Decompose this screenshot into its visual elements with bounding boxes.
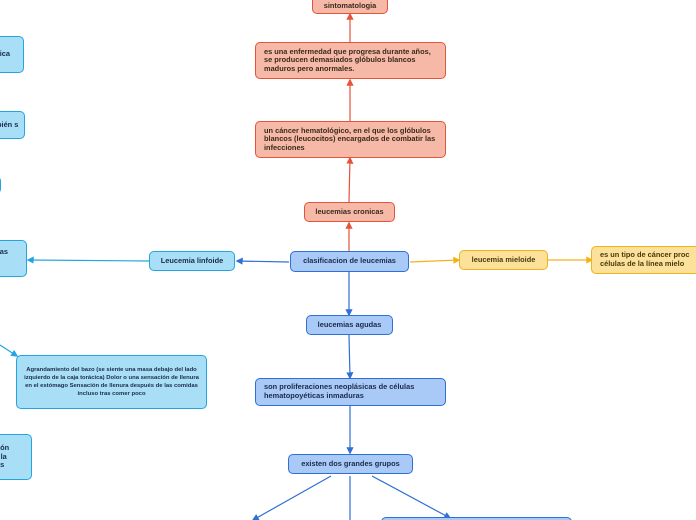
edge-clasificacion-mieloide <box>409 256 461 264</box>
edge-agudas-definicion <box>346 334 354 380</box>
node-left-4[interactable]: as <box>0 240 27 277</box>
node-leucemia-linfoide-label: Leucemia linfoide <box>160 255 224 265</box>
edge-cronicas-definicion <box>346 156 354 203</box>
node-left-5-label: ción n la las <box>0 443 10 470</box>
node-leucemia-mieloide[interactable]: leucemia mieloide <box>459 250 548 270</box>
edge-sintomas-left <box>0 344 19 357</box>
node-clasificacion[interactable]: clasificacion de leucemias <box>290 251 409 272</box>
node-cronica-progresion-label: es una enfermedad que progresa durante a… <box>264 46 431 73</box>
node-mieloide-definicion-label: es un tipo de cáncer proc células de la … <box>600 250 690 268</box>
node-leucemias-cronicas-label: leucemias cronicas <box>315 206 384 216</box>
node-left-4-label: as <box>0 247 8 256</box>
node-sintomas-bazo-label: Agrandamiento del bazo (se siente una ma… <box>24 366 199 398</box>
node-cronica-definicion-label: un cáncer hematológico, en el que los gl… <box>264 125 436 152</box>
node-agudas-definicion-label: son proliferaciones neoplásicas de célul… <box>264 382 415 400</box>
node-left-2[interactable]: bién s <box>0 111 25 139</box>
node-leucemias-agudas[interactable]: leucemias agudas <box>306 315 393 335</box>
node-left-1-label: ica <box>0 49 10 59</box>
node-grupos-label: existen dos grandes grupos <box>301 458 400 468</box>
node-mieloide-definicion[interactable]: es un tipo de cáncer proc células de la … <box>591 246 696 274</box>
node-sintomatologia-label: sintomatologia <box>323 0 377 10</box>
node-left-1[interactable]: ica <box>0 36 24 73</box>
edge-linfoide-left <box>26 256 150 264</box>
node-sintomas-bazo[interactable]: Agrandamiento del bazo (se siente una ma… <box>16 355 207 409</box>
node-cronica-definicion[interactable]: un cáncer hematológico, en el que los gl… <box>255 121 446 158</box>
node-sintomatologia[interactable]: sintomatologia <box>312 0 388 14</box>
edge-grupos-right <box>371 475 452 519</box>
node-leucemias-cronicas[interactable]: leucemias cronicas <box>304 202 395 222</box>
node-left-2-label: bién s <box>0 119 19 129</box>
node-leucemia-mieloide-label: leucemia mieloide <box>471 254 536 264</box>
node-leucemia-linfoide[interactable]: Leucemia linfoide <box>149 251 235 271</box>
node-grupos[interactable]: existen dos grandes grupos <box>288 454 413 474</box>
node-leucemias-agudas-label: leucemias agudas <box>317 319 382 329</box>
node-agudas-definicion[interactable]: son proliferaciones neoplásicas de célul… <box>255 378 446 406</box>
edge-grupos-left <box>251 475 332 520</box>
edge-clasificacion-linfoide <box>235 257 290 265</box>
node-left-5[interactable]: ción n la las <box>0 434 32 480</box>
node-clasificacion-label: clasificacion de leucemias <box>303 256 396 266</box>
node-cronica-progresion[interactable]: es una enfermedad que progresa durante a… <box>255 42 446 79</box>
